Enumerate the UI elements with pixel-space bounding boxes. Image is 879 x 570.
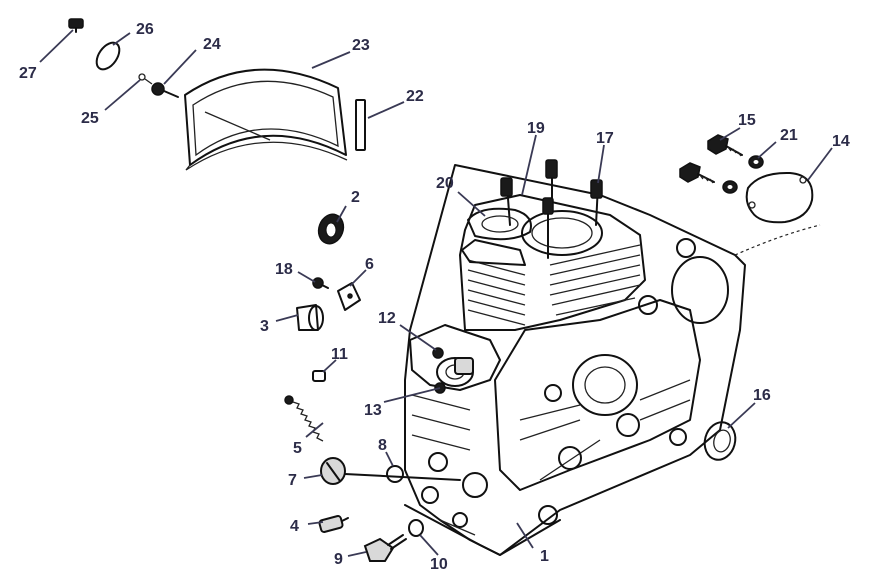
callout-9: 9 — [334, 551, 343, 568]
callout-1: 1 — [540, 548, 549, 565]
callout-3: 3 — [260, 318, 269, 335]
callout-21: 21 — [780, 127, 798, 144]
callout-10: 10 — [430, 556, 448, 570]
part-5-spring — [284, 395, 324, 442]
part-1-crankcase — [404, 164, 821, 556]
callout-20: 20 — [436, 175, 454, 192]
callout-labels: 1 2 3 4 5 6 7 8 9 10 11 12 13 14 15 16 1… — [19, 21, 850, 570]
callout-26: 26 — [136, 21, 154, 38]
part-20-cover — [467, 207, 532, 241]
part-17-19-studs — [500, 159, 603, 259]
callout-6: 6 — [365, 256, 374, 273]
part-11-key — [312, 370, 326, 382]
part-26-oring — [95, 41, 121, 71]
callout-5: 5 — [293, 440, 302, 457]
callout-16: 16 — [753, 387, 771, 404]
part-2-seal — [317, 213, 345, 245]
part-4-sensor — [318, 515, 349, 533]
part-21-washers — [722, 155, 764, 194]
callout-17: 17 — [596, 130, 614, 147]
part-15-bolts — [679, 134, 743, 184]
part-10-washer — [408, 519, 424, 537]
part-23-shroud — [184, 68, 348, 171]
part-24-nut — [151, 82, 179, 98]
callout-18: 18 — [275, 261, 293, 278]
part-14-gasket — [745, 171, 814, 224]
callout-13: 13 — [364, 402, 382, 419]
callout-4: 4 — [290, 518, 299, 535]
part-8-oring — [386, 465, 404, 483]
callout-22: 22 — [406, 88, 424, 105]
part-12-fitting — [432, 347, 474, 375]
part-18-screw — [312, 277, 329, 289]
part-6-plate — [337, 282, 361, 311]
callout-23: 23 — [352, 37, 370, 54]
callout-19: 19 — [527, 120, 545, 137]
callout-14: 14 — [832, 133, 850, 150]
callout-25: 25 — [81, 110, 99, 127]
callout-7: 7 — [288, 472, 297, 489]
callout-24: 24 — [203, 36, 221, 53]
callout-15: 15 — [738, 112, 756, 129]
callout-2: 2 — [351, 189, 360, 206]
callout-12: 12 — [378, 310, 396, 327]
part-3-bushing — [296, 304, 324, 331]
part-16-seal — [703, 421, 737, 461]
leader-lines — [39, 29, 833, 557]
part-22-strip — [355, 99, 366, 151]
callout-11: 11 — [331, 346, 348, 363]
part-9-drain-plug — [363, 534, 407, 562]
callout-8: 8 — [378, 437, 387, 454]
part-27-bolt — [68, 18, 84, 33]
callout-27: 27 — [19, 65, 37, 82]
part-25-pin — [138, 73, 153, 85]
